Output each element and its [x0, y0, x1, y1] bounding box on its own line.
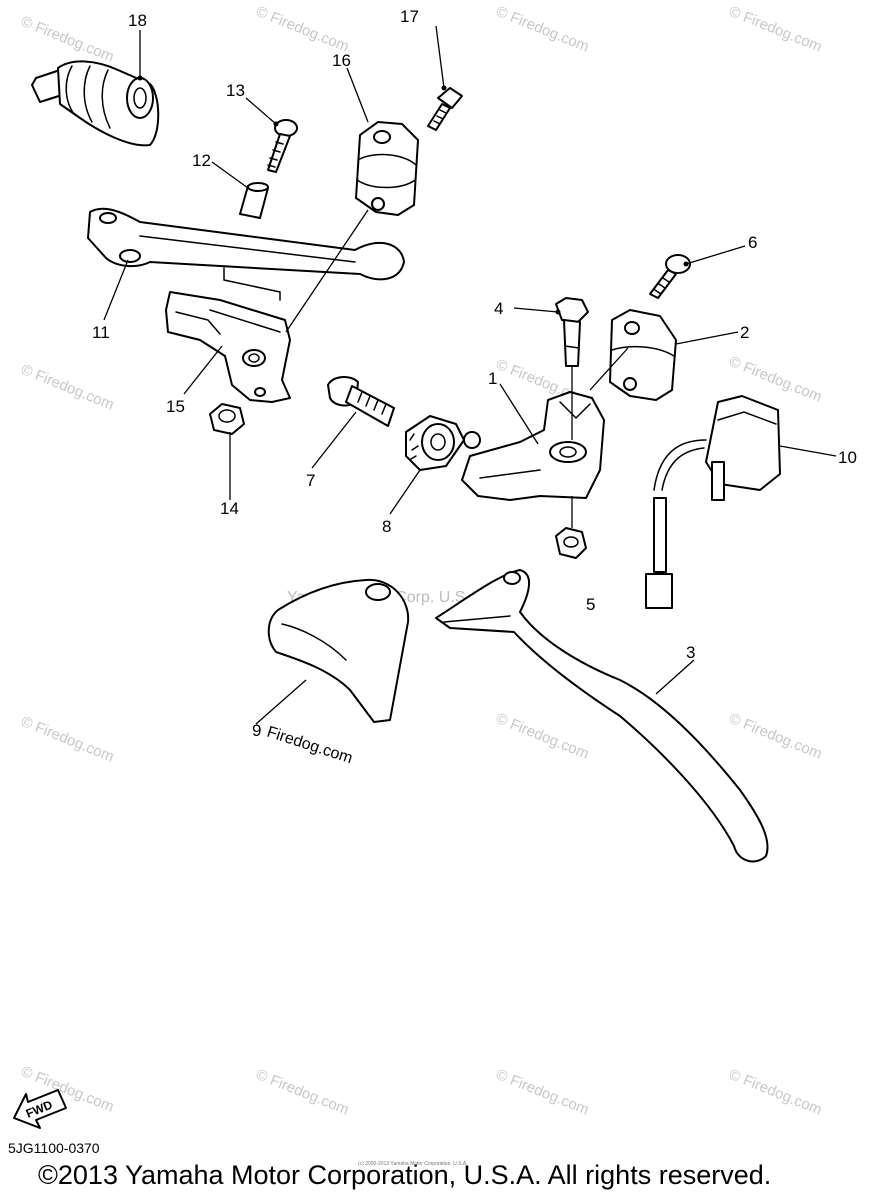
part-12-collar: [239, 182, 269, 219]
watermark: © Firedog.com: [727, 1066, 825, 1119]
callout-13: 13: [226, 81, 245, 100]
callout-17: 17: [400, 7, 419, 26]
watermark: © Firedog.com: [494, 3, 592, 56]
callout-9: 9: [252, 721, 261, 740]
watermark: © Firedog.com: [494, 1066, 592, 1119]
part-15-bracket: [165, 291, 291, 403]
part-16-clamp: [355, 121, 419, 216]
watermark: © Firedog.com: [19, 13, 117, 66]
watermark: © Firedog.com: [254, 3, 352, 56]
watermark: © Firedog.com: [19, 713, 117, 766]
watermark: © Firedog.com: [494, 710, 592, 763]
callout-14: 14: [220, 499, 239, 518]
tiny-copyright: (c) 2000-2013 Yamaha Motor Corporation, …: [358, 1161, 468, 1167]
callout-18: 18: [128, 11, 147, 30]
callout-7: 7: [306, 471, 315, 490]
callout-5: 5: [586, 595, 595, 614]
part-5-nut: [555, 527, 587, 559]
copyright-notice: ©2013 Yamaha Motor Corporation, U.S.A. A…: [38, 1160, 772, 1190]
diagram-code: 5JG1100-0370: [8, 1140, 100, 1156]
callout-6: 6: [748, 233, 757, 252]
callout-1: 1: [488, 369, 497, 388]
part-13-screw: [267, 119, 298, 173]
callout-2: 2: [740, 323, 749, 342]
part-4-bolt: [555, 297, 589, 367]
part-8-locknut: [405, 415, 465, 471]
callout-10: 10: [838, 448, 857, 467]
part-3-clutch-lever: [435, 569, 769, 863]
callout-4: 4: [494, 299, 503, 318]
part-18-boot: [31, 60, 160, 147]
watermark: © Firedog.com: [19, 361, 117, 414]
part-1-lever-holder: [461, 391, 605, 501]
part-17-bolt: [427, 87, 463, 131]
part-11-lever: [87, 207, 405, 301]
watermark: © Firedog.com: [727, 3, 825, 56]
watermark: © Firedog.com: [254, 1066, 352, 1119]
parts-diagram: © Firedog.com © Firedog.com © Firedog.co…: [13, 3, 857, 1129]
watermarks: © Firedog.com © Firedog.com © Firedog.co…: [19, 3, 825, 1119]
callout-12: 12: [192, 151, 211, 170]
fwd-arrow-icon: FWD: [13, 1089, 67, 1129]
part-6-screw: [649, 254, 691, 299]
callout-11: 11: [92, 323, 110, 342]
callout-8: 8: [382, 517, 391, 536]
callout-16: 16: [332, 51, 351, 70]
part-14-nut: [209, 403, 245, 435]
leader-lines: [103, 25, 837, 725]
part-7-adjuster-bolt: [327, 376, 395, 427]
part-9-cover: [267, 578, 410, 723]
watermark: © Firedog.com: [727, 710, 825, 763]
part-2-clamp: [609, 309, 677, 401]
callout-15: 15: [166, 397, 185, 416]
leader-dots: [137, 75, 689, 315]
watermark-9: Firedog.com: [265, 724, 355, 768]
part-10-switch: [645, 395, 781, 609]
callout-numbers: 18 17 16 13 12 11 15 14 7 8 1 4 2 6 10 5…: [92, 7, 857, 767]
callout-3: 3: [686, 643, 695, 662]
